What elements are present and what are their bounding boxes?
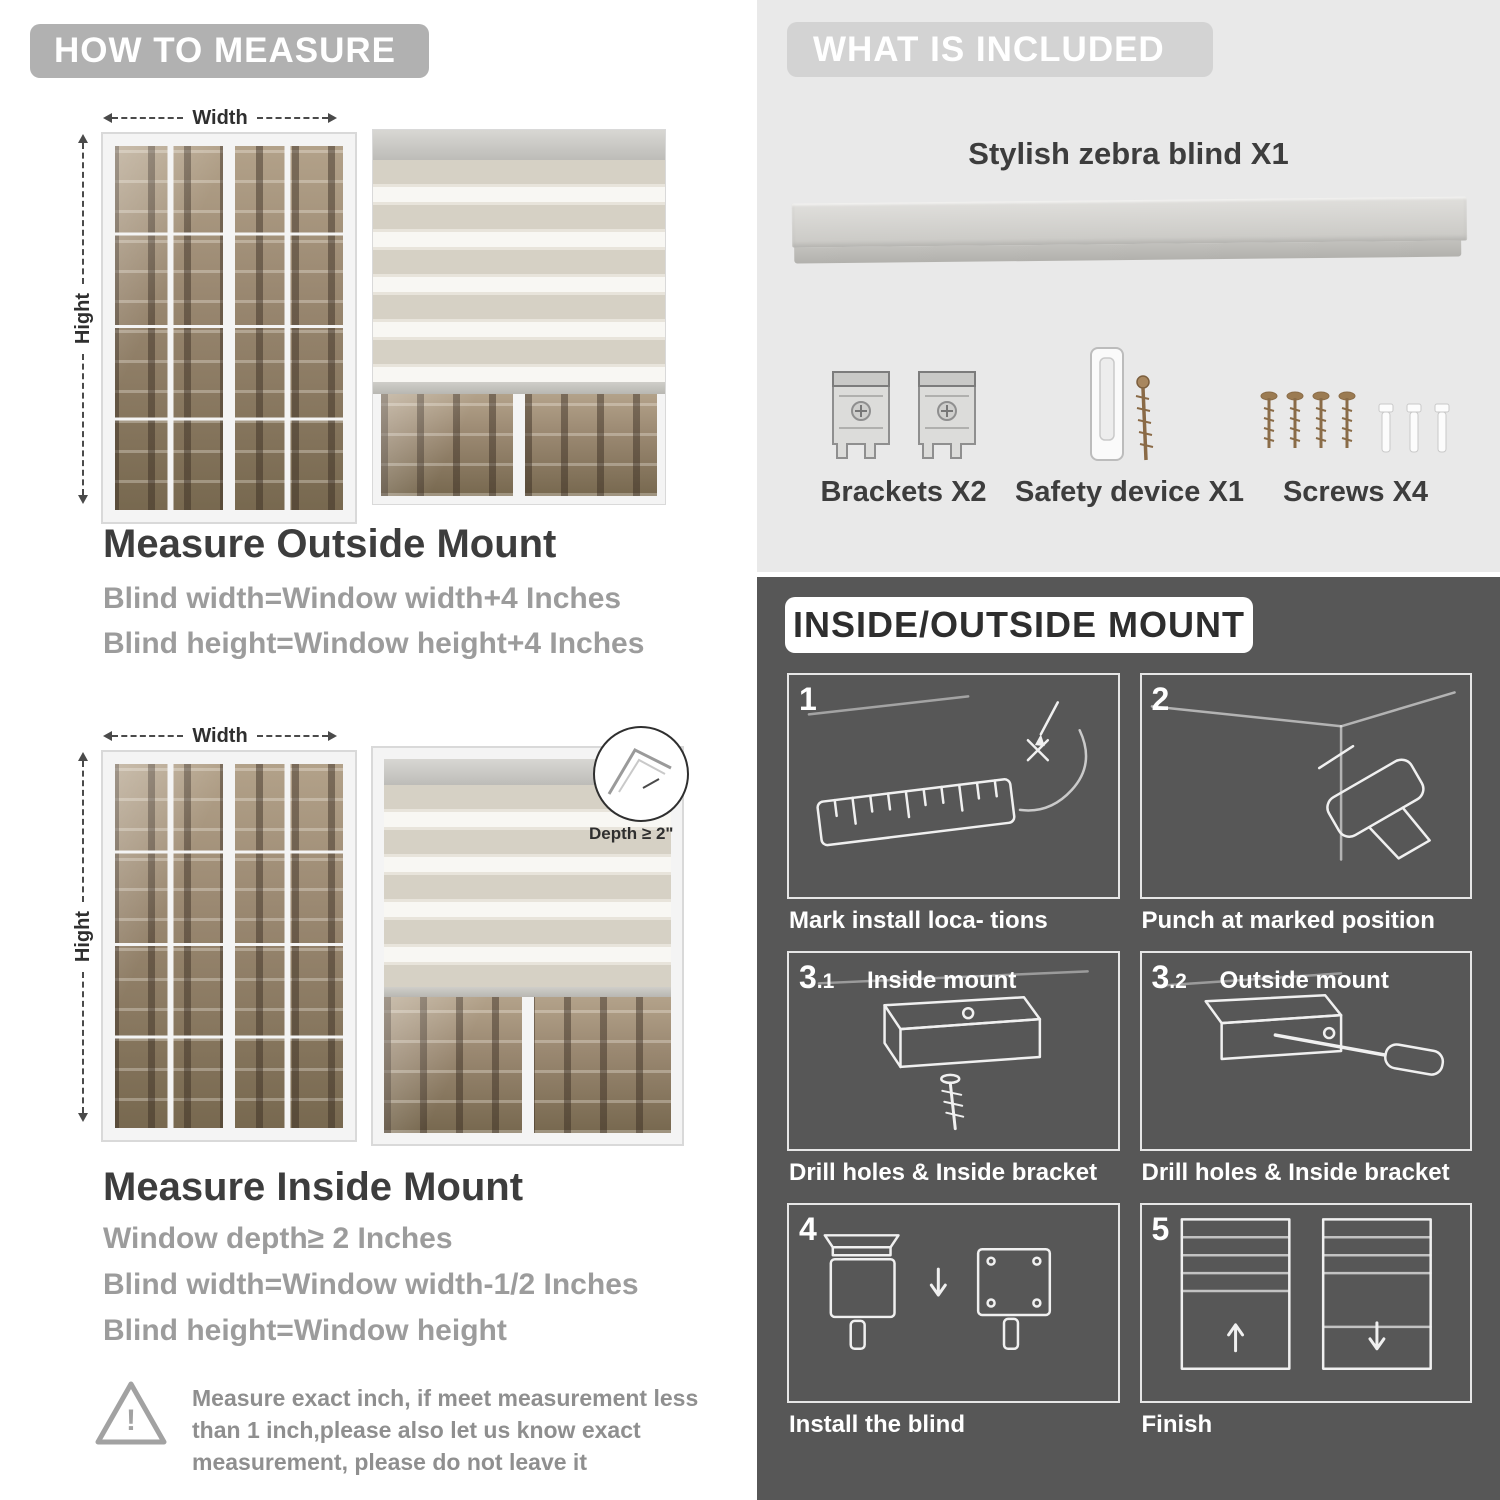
step-3-2: 3.2 Outside mount [1139,951,1472,1189]
mark-location-illustration [807,695,1088,847]
depth-label: Depth ≥ 2" [589,824,674,843]
depth-callout-circle [593,726,689,822]
height-label: Hight [71,293,94,345]
step-caption: Punch at marked position [1141,907,1435,934]
inside-mount-title: Measure Inside Mount [103,1165,524,1209]
step-caption: Drill holes & Inside bracket [1141,1159,1450,1186]
drill-illustration [1150,691,1456,861]
arrow-right-icon [328,731,338,741]
step-3-1: 3.1 Inside mount [787,951,1120,1189]
brackets-label: Brackets X2 [820,476,987,508]
what-is-included-title: WHAT IS INCLUDED [813,29,1165,69]
outside-formula-height: Blind height=Window height+4 Inches [103,627,645,660]
window-illustration [101,132,357,524]
step-number: 2 [1151,681,1170,717]
zebra-blind-outside-illustration [373,130,665,504]
width-label: Width [192,106,248,129]
safety-device-label: Safety device X1 [1015,476,1244,508]
step-3-1-panel: 3.1 Inside mount [787,951,1120,1151]
inside-bracket-illustration [817,970,1089,1131]
inside-formula-depth: Window depth≥ 2 Inches [103,1222,453,1255]
arrow-down-icon [78,495,88,504]
step-4: 4 [787,1203,1120,1441]
blind-fabric [373,160,665,382]
measure-warning: ! Measure exact inch, if meet measuremen… [92,1378,698,1479]
arrow-up-icon [78,134,88,143]
product-label: Stylish zebra blind X1 [968,136,1289,171]
step-caption: Drill holes & Inside bracket [789,1159,1098,1186]
window-below-blind [373,394,665,504]
step-5-panel: 5 [1139,1203,1472,1403]
step-4-panel: 4 [787,1203,1120,1403]
window-muntins [112,143,346,513]
outside-formula-width: Blind width=Window width+4 Inches [103,582,622,615]
width-dimension: Width [103,724,338,747]
blind-bottomrail [373,382,665,394]
warning-text: Measure exact inch, if meet measurement … [192,1385,699,1476]
what-is-included-banner: WHAT IS INCLUDED [787,22,1213,77]
step-number: 3.1 [799,959,835,995]
step-number: 3.2 [1151,959,1187,995]
warning-triangle-icon: ! [92,1378,170,1450]
step-caption: Mark install loca- tions [789,907,1048,934]
step-number: 1 [799,681,817,717]
height-dimension: Hight [71,752,94,1122]
included-item-screws: Screws X4 [1244,316,1467,509]
included-item-brackets: Brackets X2 [792,316,1015,509]
height-dimension: Hight [71,134,94,504]
height-label: Hight [71,911,94,963]
arrow-down-icon [78,1113,88,1122]
step-5: 5 Finish [1139,1203,1472,1441]
how-to-measure-title: HOW TO MEASURE [54,31,396,70]
screws-icon [1255,316,1455,466]
step-1: 1 [787,673,1120,937]
inside-outside-mount-section: INSIDE/OUTSIDE MOUNT 1 [757,577,1500,1500]
step-3-2-panel: 3.2 Outside mount [1139,951,1472,1151]
zebra-blind-headrail-illustration [791,196,1468,264]
step-1-panel: 1 [787,673,1120,899]
outside-mount-figure: Width Hight [72,106,685,524]
brackets-icon [825,316,983,466]
arrow-left-icon [103,113,112,123]
step-caption: Install the blind [789,1411,966,1438]
warning-exclamation: ! [126,1404,136,1437]
blind-bottomrail [384,987,671,997]
outside-bracket-illustration [1164,972,1444,1076]
outside-mount-title: Measure Outside Mount [103,522,557,566]
mount-banner: INSIDE/OUTSIDE MOUNT [785,597,1253,653]
inside-formula-height: Blind height=Window height [103,1314,507,1347]
safety-device-icon [1075,316,1185,466]
window-illustration [101,750,357,1142]
inside-formula-width: Blind width=Window width-1/2 Inches [103,1268,639,1301]
window-muntins [112,761,346,1131]
inside-mount-figure: Width Hight [72,724,689,1146]
mount-title: INSIDE/OUTSIDE MOUNT [792,604,1246,645]
arrow-up-icon [78,752,88,761]
step-sub-label: Outside mount [1219,967,1389,994]
arrow-right-icon [328,113,338,123]
installation-steps: 1 [787,673,1472,1455]
screws-label: Screws X4 [1282,476,1429,508]
arrow-left-icon [103,731,112,741]
step-2-panel: 2 [1139,673,1472,899]
what-is-included-section: WHAT IS INCLUDED Stylish zebra blind X1 [757,0,1500,572]
install-blind-illustration [823,1234,1052,1351]
step-sub-label: Inside mount [867,967,1017,994]
finish-illustration [1180,1218,1432,1370]
width-dimension: Width [103,106,338,129]
window-below-blind [384,997,671,1133]
step-number: 4 [799,1211,817,1247]
how-to-measure-banner: HOW TO MEASURE [30,24,429,78]
step-caption: Finish [1141,1411,1213,1438]
included-items: Brackets X2 Safety device X1 [792,316,1467,509]
step-2: 2 Punch at mar [1139,673,1472,937]
included-item-safety-device: Safety device X1 [1015,316,1244,509]
blind-headrail [373,130,665,160]
width-label: Width [192,724,248,747]
step-number: 5 [1151,1211,1170,1247]
frame-corner-zoom-illustration [607,748,672,795]
